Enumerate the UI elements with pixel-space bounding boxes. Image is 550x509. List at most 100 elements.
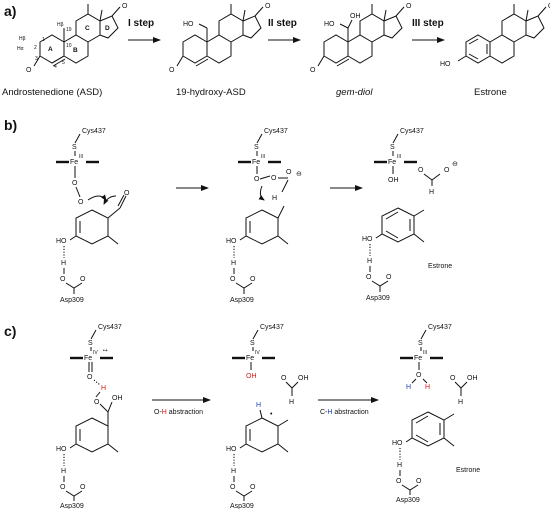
svg-text:Fe: Fe bbox=[70, 159, 78, 166]
svg-text:H: H bbox=[101, 385, 106, 392]
svg-text:HO: HO bbox=[56, 446, 67, 453]
svg-text:HO: HO bbox=[183, 21, 194, 28]
svg-text:Cys437: Cys437 bbox=[400, 128, 424, 135]
svg-text:OH: OH bbox=[350, 13, 361, 20]
svg-text:O: O bbox=[396, 478, 402, 485]
svg-text:Hβ: Hβ bbox=[57, 22, 64, 28]
svg-text:HO: HO bbox=[324, 21, 335, 28]
svg-text:HO: HO bbox=[392, 440, 403, 447]
svg-text:S: S bbox=[88, 340, 93, 347]
svg-text:3: 3 bbox=[35, 56, 38, 62]
androstenedione-structure: O O A B C D 1 2 3 4 5 10 19 Hβ Hβ Hα bbox=[17, 3, 128, 74]
svg-text:III: III bbox=[423, 350, 427, 356]
svg-text:IV: IV bbox=[255, 350, 260, 356]
svg-text:H: H bbox=[429, 189, 434, 196]
svg-text:O: O bbox=[450, 375, 456, 382]
svg-text:Cys437: Cys437 bbox=[260, 324, 284, 331]
svg-text:1: 1 bbox=[42, 37, 45, 43]
svg-text:H: H bbox=[256, 402, 261, 409]
svg-text:O: O bbox=[281, 375, 287, 382]
ring-d-label: D bbox=[105, 25, 110, 32]
svg-text:Fe: Fe bbox=[84, 355, 92, 362]
compound-name-asd: Androstenedione (ASD) bbox=[2, 87, 102, 98]
panel-a-label: a) bbox=[4, 3, 16, 19]
svg-text:Asp309: Asp309 bbox=[60, 503, 84, 509]
svg-text:O: O bbox=[78, 199, 84, 206]
svg-text:H: H bbox=[61, 468, 66, 475]
svg-text:H: H bbox=[272, 195, 277, 202]
panel-c-compound-ii: S Cys437 Fe IV OH O OH H H • HO H O O As… bbox=[226, 324, 309, 509]
svg-text:O: O bbox=[286, 169, 292, 176]
svg-text:Fe: Fe bbox=[252, 159, 260, 166]
svg-text:O: O bbox=[406, 3, 412, 10]
compound-name-gem-diol: gem-diol bbox=[336, 87, 373, 98]
svg-text:O: O bbox=[230, 276, 236, 283]
svg-text:O: O bbox=[122, 3, 128, 10]
svg-text:•+: •+ bbox=[103, 348, 108, 354]
step-2-label: II step bbox=[268, 18, 297, 29]
svg-text:O: O bbox=[250, 484, 256, 491]
svg-text:H: H bbox=[289, 399, 294, 406]
svg-text:O: O bbox=[72, 180, 78, 187]
panel-b-label: b) bbox=[4, 117, 17, 133]
svg-text:4: 4 bbox=[54, 64, 57, 70]
svg-text:S: S bbox=[250, 340, 255, 347]
svg-text:O: O bbox=[230, 484, 236, 491]
svg-text:Fe: Fe bbox=[388, 159, 396, 166]
svg-text:Hα: Hα bbox=[17, 46, 24, 52]
svg-text:O: O bbox=[250, 276, 256, 283]
svg-text:⊖: ⊖ bbox=[452, 161, 458, 168]
panel-b-estrone-label: Estrone bbox=[428, 263, 452, 270]
svg-text:Cys437: Cys437 bbox=[264, 128, 288, 135]
panel-c-compound-i: S Cys437 Fe IV •+ O H O OH HO H O O Asp3… bbox=[56, 324, 123, 509]
svg-text:S: S bbox=[72, 144, 77, 151]
svg-text:HO: HO bbox=[226, 238, 237, 245]
compound-name-19-hydroxy: 19-hydroxy-ASD bbox=[176, 87, 246, 98]
svg-text:Fe: Fe bbox=[414, 355, 422, 362]
svg-text:O: O bbox=[94, 399, 100, 406]
step-1-label: I step bbox=[128, 18, 154, 29]
svg-text:O: O bbox=[418, 167, 424, 174]
svg-text:O: O bbox=[416, 372, 422, 379]
svg-text:Cys437: Cys437 bbox=[82, 128, 106, 135]
svg-text:O: O bbox=[26, 67, 32, 74]
svg-text:Asp309: Asp309 bbox=[230, 503, 254, 509]
svg-text:H: H bbox=[425, 384, 430, 391]
svg-text:HO: HO bbox=[440, 61, 451, 68]
gem-diol-structure: HO OH O O bbox=[310, 3, 412, 74]
svg-text:H: H bbox=[231, 260, 236, 267]
ring-c-label: C bbox=[85, 25, 90, 32]
svg-text:O: O bbox=[386, 274, 392, 281]
svg-text:S: S bbox=[418, 340, 423, 347]
svg-text:O: O bbox=[87, 374, 93, 381]
svg-text:H: H bbox=[367, 258, 372, 265]
svg-text:OH: OH bbox=[388, 177, 399, 184]
svg-text:5: 5 bbox=[62, 60, 65, 66]
svg-text:O: O bbox=[124, 190, 130, 197]
svg-text:HO: HO bbox=[362, 236, 373, 243]
svg-text:O: O bbox=[60, 276, 66, 283]
svg-text:S: S bbox=[254, 144, 259, 151]
svg-text:⊖: ⊖ bbox=[296, 171, 302, 178]
panel-b-intermediate-2: S Cys437 Fe III O O O ⊖ H HO H O O Asp30… bbox=[226, 128, 302, 304]
estrone-structure: HO O bbox=[440, 3, 550, 68]
svg-text:HO: HO bbox=[226, 446, 237, 453]
svg-text:III: III bbox=[79, 154, 83, 160]
svg-text:Cys437: Cys437 bbox=[98, 324, 122, 331]
svg-text:Asp309: Asp309 bbox=[230, 297, 254, 304]
svg-text:O: O bbox=[254, 176, 260, 183]
svg-text:H: H bbox=[231, 468, 236, 475]
step-3-label: III step bbox=[412, 18, 444, 29]
svg-text:OH: OH bbox=[112, 395, 123, 402]
svg-text:Asp309: Asp309 bbox=[60, 297, 84, 304]
svg-text:OH: OH bbox=[246, 373, 257, 380]
svg-text:S: S bbox=[390, 144, 395, 151]
svg-text:O: O bbox=[548, 3, 550, 10]
svg-text:O: O bbox=[60, 484, 66, 491]
svg-text:O: O bbox=[444, 167, 450, 174]
panel-c-estrone-label: Estrone bbox=[456, 467, 480, 474]
ring-b-label: B bbox=[73, 47, 78, 54]
svg-text:Asp309: Asp309 bbox=[396, 497, 420, 504]
svg-text:O: O bbox=[366, 274, 372, 281]
